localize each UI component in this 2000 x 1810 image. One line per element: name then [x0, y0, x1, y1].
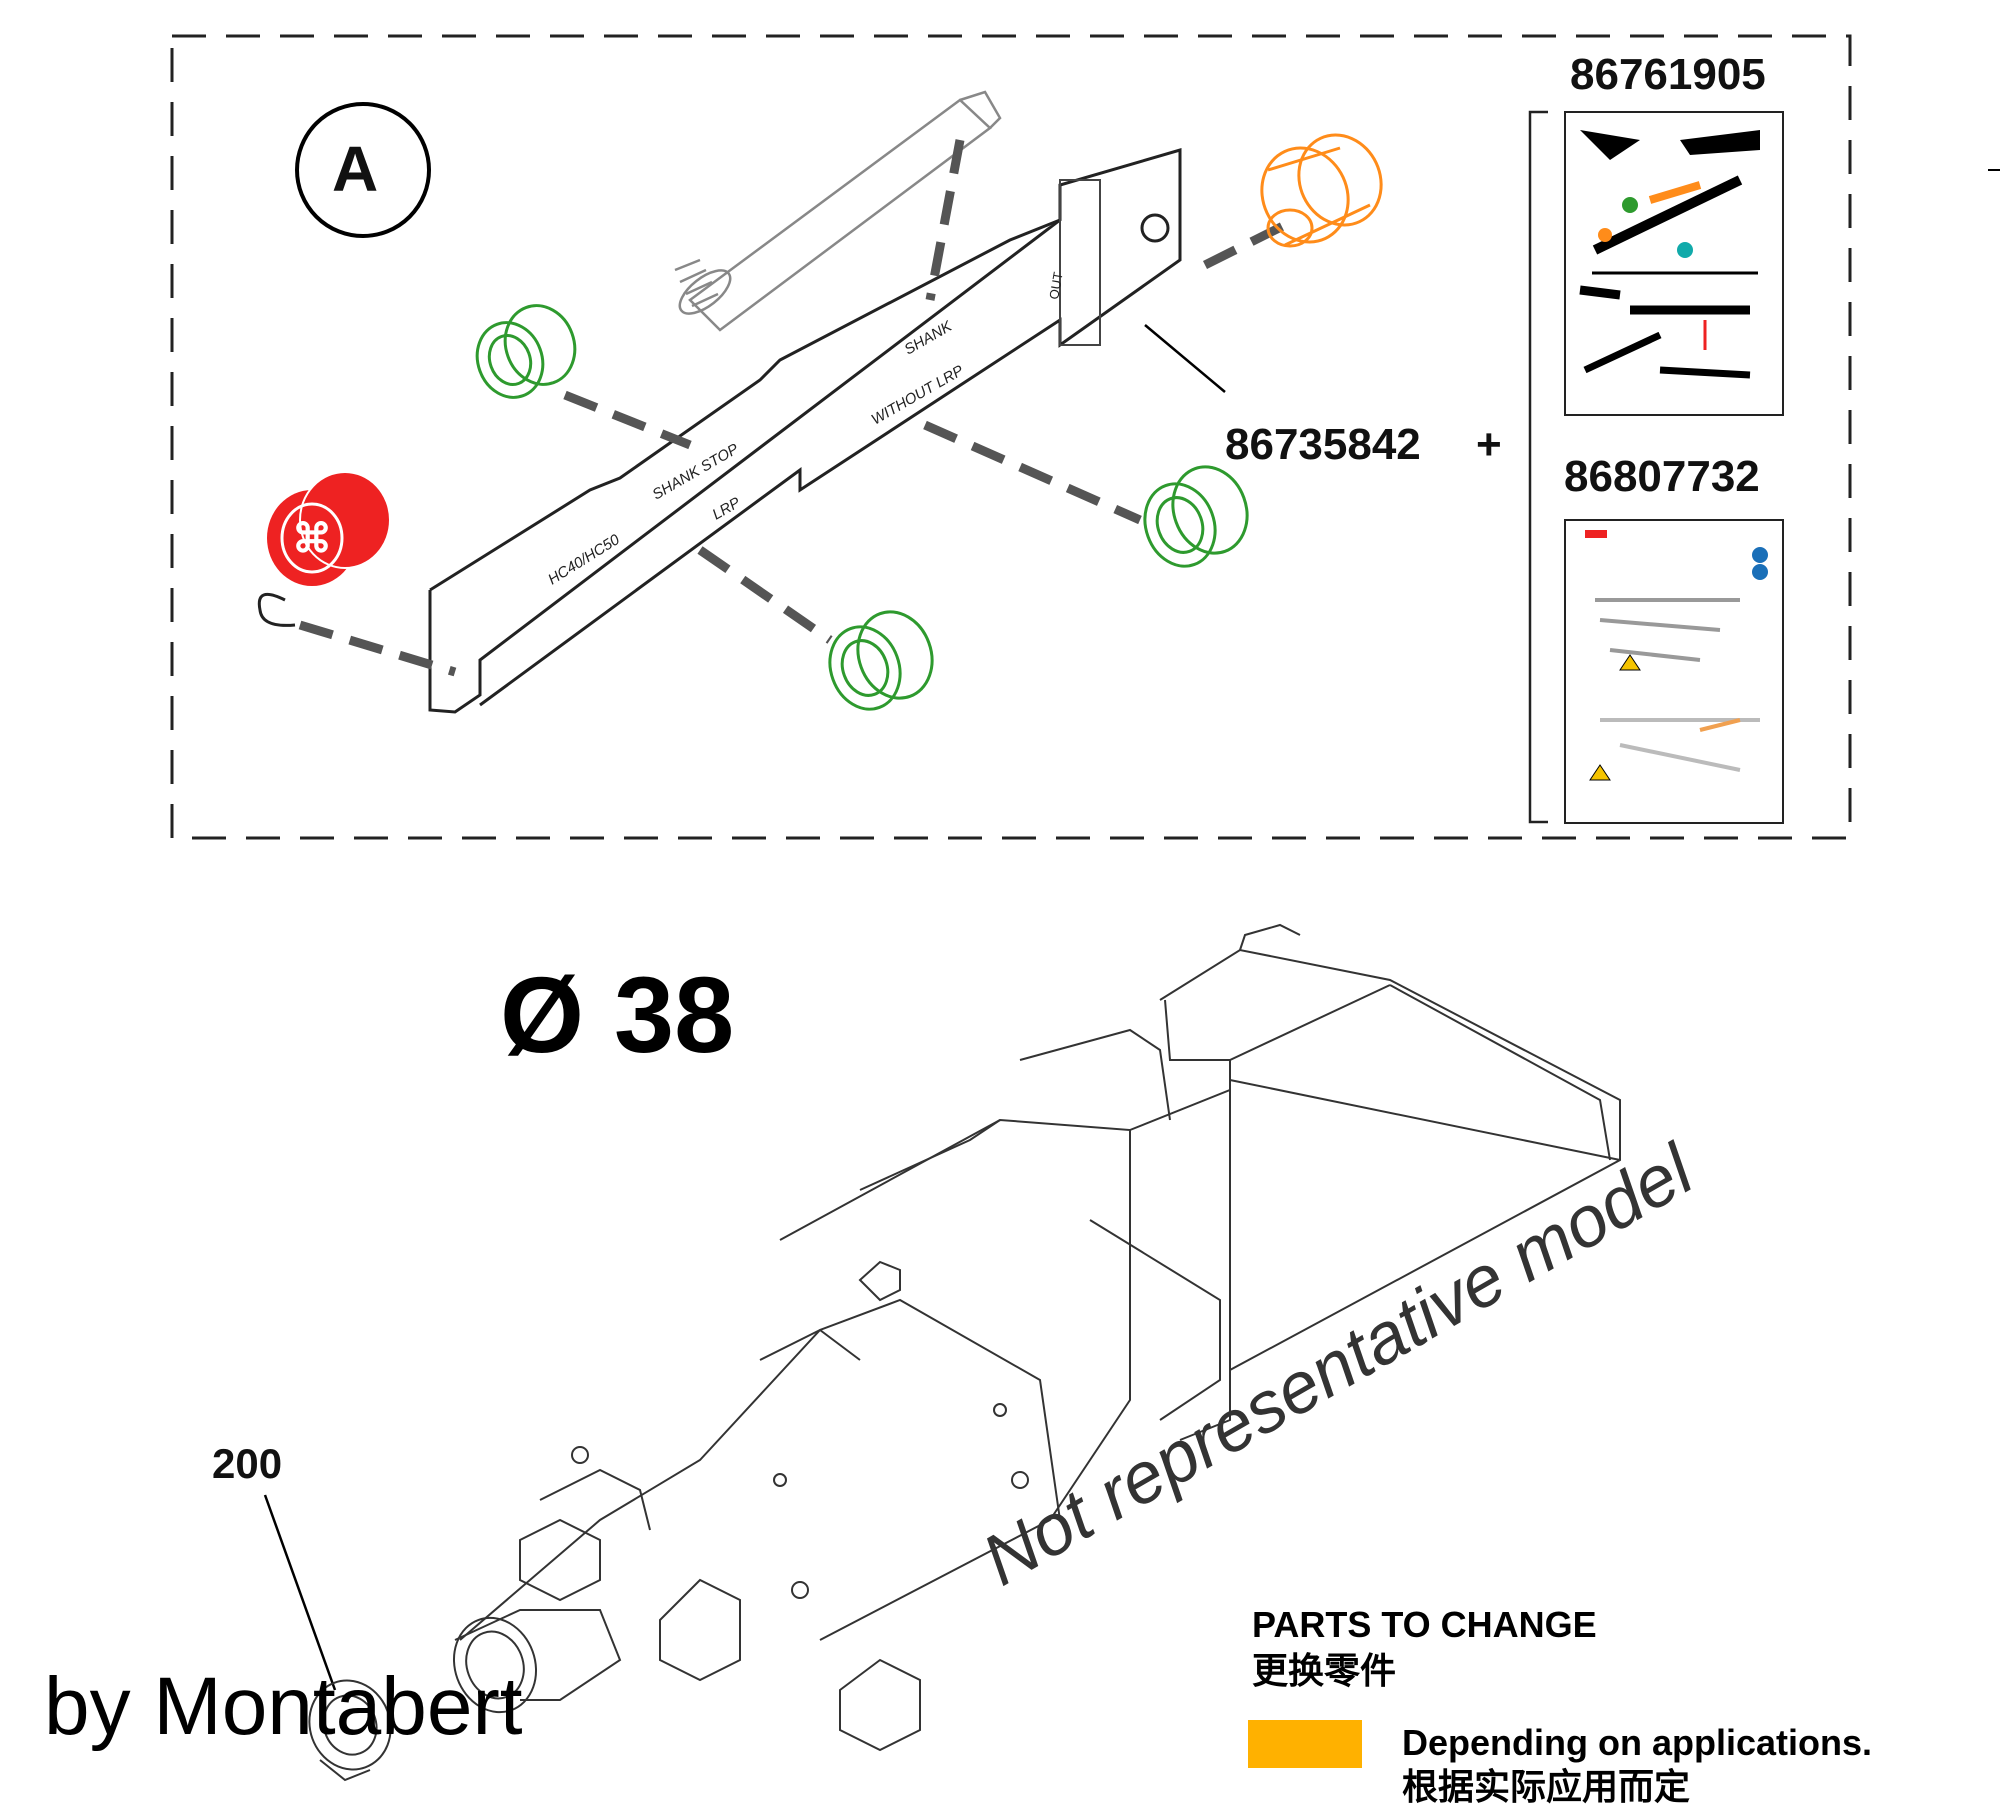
item-200-leader	[263, 1494, 337, 1691]
green-seal-icon	[475, 304, 577, 399]
part-number-kit-bottom: 86807732	[1564, 452, 1760, 501]
kit-bracket	[1528, 110, 1548, 824]
diameter-label: Ø 38	[500, 954, 735, 1075]
orange-bushing-icon	[1260, 133, 1383, 248]
kit-top-thumbnail	[1564, 111, 1784, 416]
plus-sign: +	[1476, 420, 1502, 469]
plate-engraving-out: OUT	[1046, 271, 1066, 301]
item-200-part-icon	[308, 1679, 392, 1782]
part-number-plate: 86735842	[1225, 420, 1421, 469]
legend-heading-en: PARTS TO CHANGE	[1252, 1604, 1597, 1645]
item-number-200: 200	[212, 1440, 283, 1487]
kit-bottom-thumbnail	[1564, 519, 1784, 824]
credit-text: by Montabert	[44, 1661, 523, 1752]
kit-boundary	[170, 34, 1852, 840]
gauge-plate-icon	[428, 148, 1182, 714]
breaker-body-icon	[452, 923, 1621, 1752]
shank-rod-icon	[674, 90, 1002, 332]
red-part-icon	[267, 471, 391, 586]
red-part-symbol: ⌘	[292, 517, 332, 561]
retaining-clip-icon	[257, 592, 296, 627]
legend-swatch	[1248, 1720, 1362, 1768]
legend-heading-zh: 更换零件	[1252, 1650, 1397, 1691]
legend-depending-zh: 根据实际应用而定	[1402, 1766, 1691, 1807]
plate-leader	[1144, 324, 1226, 393]
assembly-dash-lines	[298, 139, 1288, 677]
green-seal-icon	[1143, 465, 1249, 568]
green-seal-icon	[828, 610, 934, 711]
legend-depending-en: Depending on applications.	[1402, 1722, 1873, 1763]
group-label: A	[332, 133, 379, 205]
group-circle	[295, 102, 431, 238]
part-number-kit-top: 86761905	[1570, 50, 1766, 99]
